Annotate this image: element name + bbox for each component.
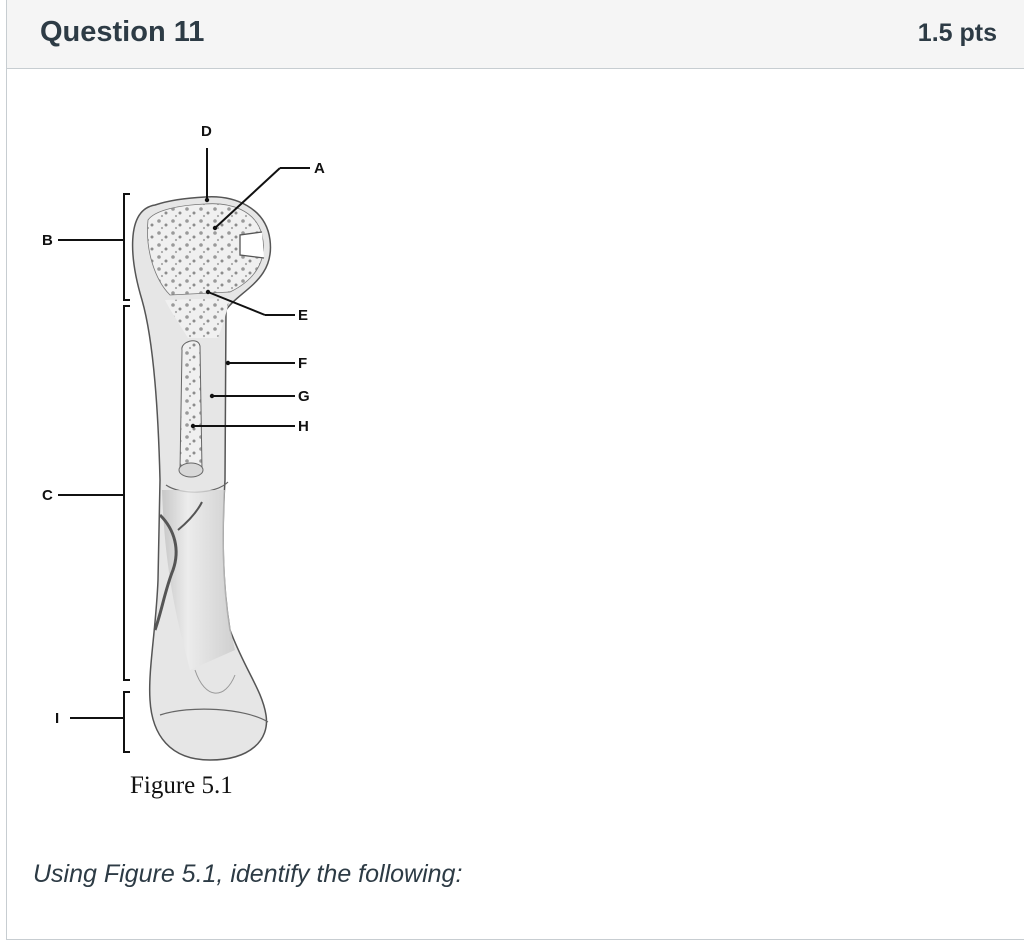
question-header: Question 11 1.5 pts	[7, 0, 1024, 69]
label-e: E	[298, 307, 309, 324]
label-c: C	[42, 487, 53, 504]
long-bone-illustration	[58, 148, 310, 761]
figure-caption: Figure 5.1	[130, 772, 233, 799]
label-i: I	[55, 710, 60, 727]
bone-figure: D A B E F G H C I Figure 5.1	[30, 110, 360, 810]
label-g: G	[298, 388, 310, 405]
label-h: H	[298, 418, 309, 435]
question-prompt: Using Figure 5.1, identify the following…	[33, 860, 463, 888]
label-f: F	[298, 355, 308, 372]
label-d: D	[201, 123, 212, 140]
label-b: B	[42, 232, 53, 249]
label-a: A	[314, 160, 325, 177]
question-title: Question 11	[40, 16, 205, 48]
question-points: 1.5 pts	[917, 19, 997, 47]
